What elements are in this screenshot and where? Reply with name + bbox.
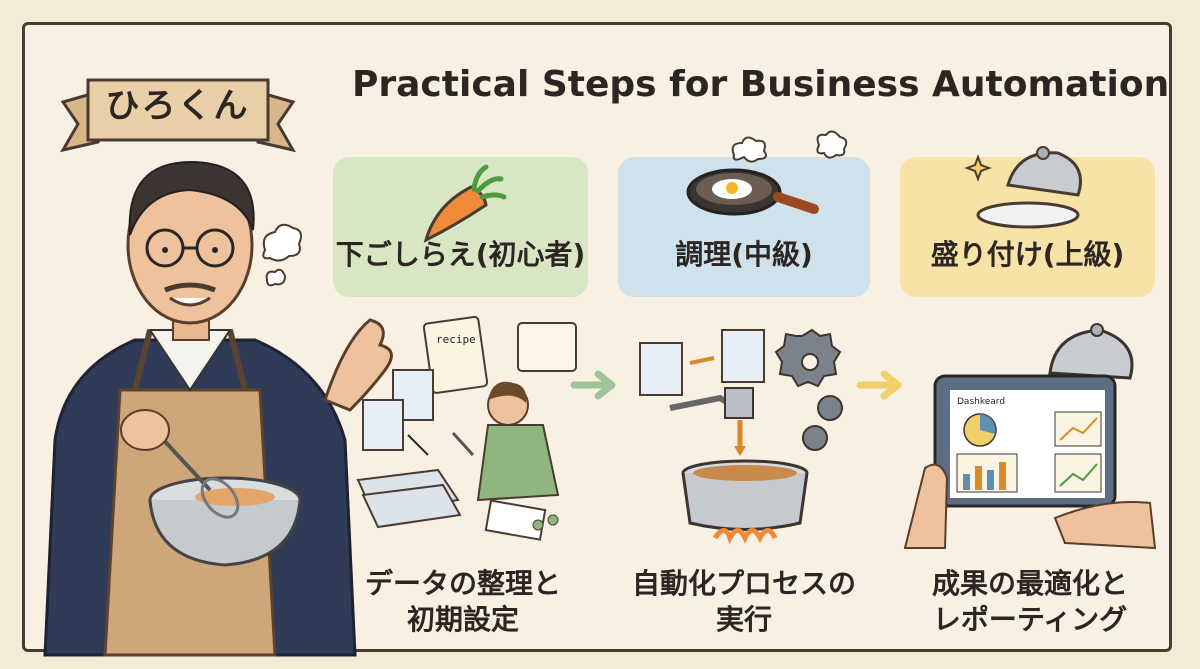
stage-card-advanced: 盛り付け(上級) <box>900 146 1155 297</box>
stage-label-intermediate: 調理(中級) <box>675 238 813 271</box>
steam-puff-icon <box>262 223 302 287</box>
page-title: Practical Steps for Business Automation <box>352 64 1170 105</box>
stage-caption-intermediate: 自動化プロセスの 実行 <box>631 567 856 636</box>
stage-card-beginner: 下ごしらえ(初心者) <box>333 157 588 297</box>
serving-cloche-icon <box>963 146 1082 229</box>
carrot-icon <box>423 164 506 243</box>
arrow-right-icon <box>570 370 616 400</box>
presenter-name: ひろくん <box>105 86 250 126</box>
chef-illustration <box>43 160 393 657</box>
stage-card-intermediate: 調理(中級) <box>618 130 870 297</box>
stage-caption-beginner: データの整理と 初期設定 <box>364 567 561 636</box>
stage-label-beginner: 下ごしらえ(初心者) <box>335 238 586 271</box>
stage-caption-advanced: 成果の最適化と レポーティング <box>931 567 1128 636</box>
dashboard-title: Dashkeard <box>957 397 1005 407</box>
recipe-card-text: recipe <box>436 333 476 346</box>
dashboard-reporting-illustration: Dashkeard <box>903 323 1157 550</box>
automation-process-illustration <box>639 328 843 545</box>
stage-label-advanced: 盛り付け(上級) <box>930 238 1125 271</box>
name-ribbon <box>59 78 297 153</box>
arrow-right-icon <box>856 370 902 400</box>
data-sorting-illustration: recipe <box>356 315 577 541</box>
frying-pan-icon <box>686 130 848 216</box>
